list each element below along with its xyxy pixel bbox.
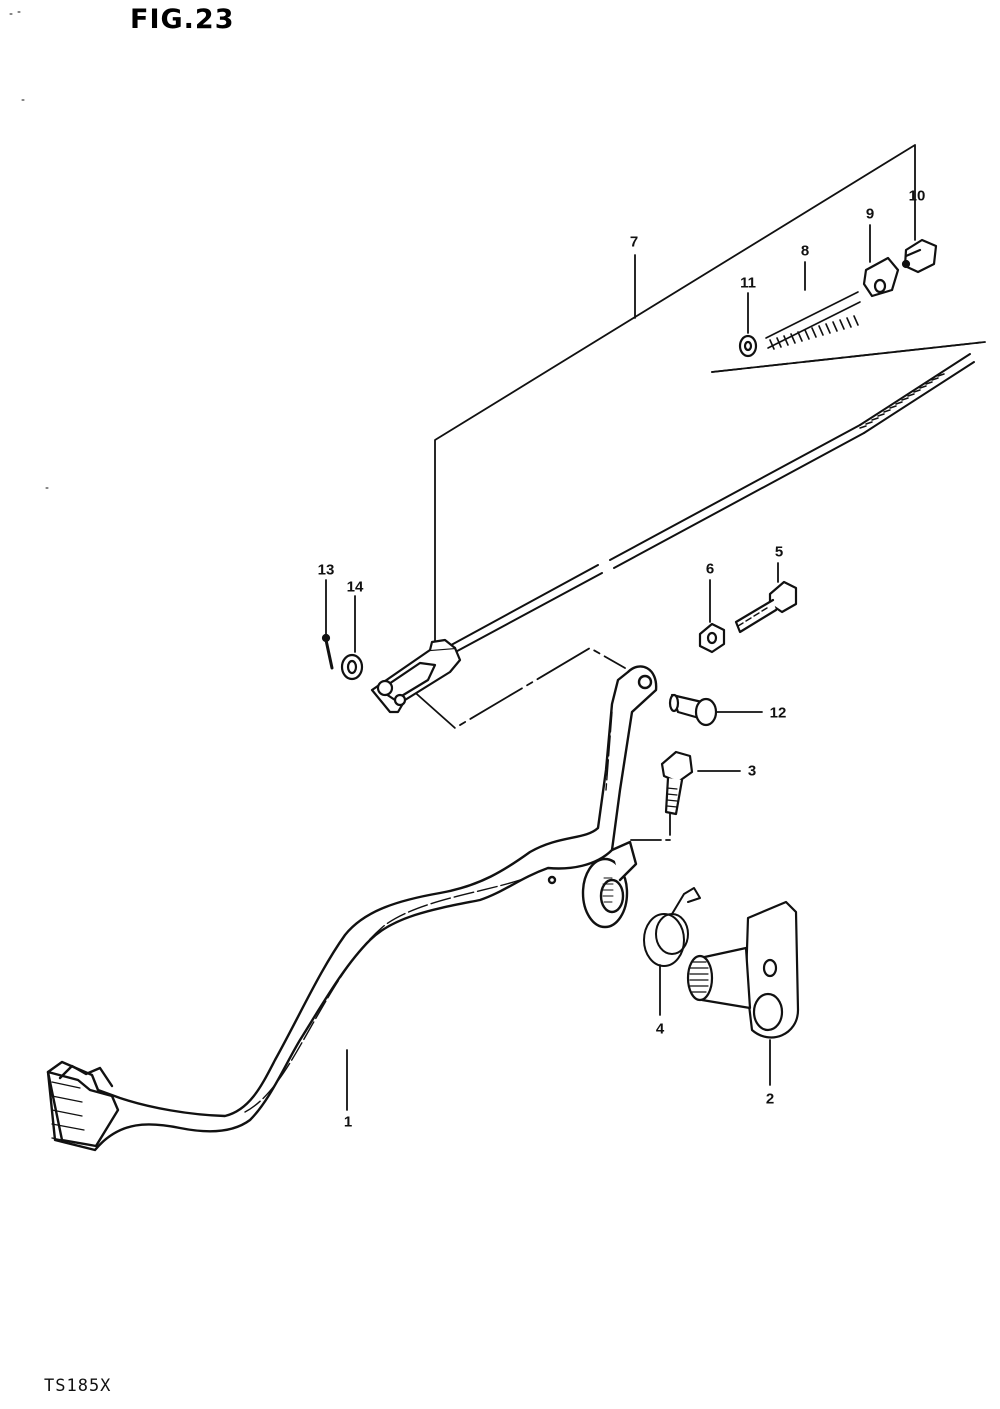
callout-part-14: 14 (346, 578, 364, 596)
leader-lines (325, 144, 986, 1111)
callout-part-12: 12 (769, 704, 787, 722)
callout-part-13: 13 (317, 561, 335, 579)
figure-title: FIG.23 (130, 4, 235, 35)
washer-14 (340, 653, 364, 681)
callout-part-1: 1 (343, 1113, 353, 1131)
brake-rod (441, 353, 975, 657)
callout-part-3: 3 (747, 762, 757, 780)
bolt-5 (734, 580, 798, 634)
return-spring-4 (643, 887, 701, 967)
callout-part-2: 2 (765, 1090, 775, 1108)
model-code: TS185X (44, 1376, 112, 1396)
spring-8 (765, 291, 861, 350)
callout-part-7: 7 (629, 233, 639, 251)
nut-10 (901, 238, 938, 274)
bolt-3 (660, 750, 694, 816)
callout-part-11: 11 (740, 274, 756, 292)
callout-part-5: 5 (774, 543, 784, 561)
scan-specks (9, 11, 49, 489)
callout-part-4: 4 (655, 1020, 665, 1038)
rod-clevis (370, 638, 462, 714)
callout-part-8: 8 (800, 242, 810, 260)
brake-pedal (46, 665, 658, 1152)
nut-6 (698, 622, 726, 654)
callout-part-9: 9 (865, 205, 875, 223)
pin-12 (668, 693, 718, 727)
cotter-pin (321, 633, 334, 670)
joint-9 (862, 256, 900, 298)
washer-11 (738, 334, 758, 358)
callout-part-6: 6 (705, 560, 715, 578)
pivot-plate-2 (686, 900, 800, 1039)
callout-part-10: 10 (908, 187, 926, 205)
